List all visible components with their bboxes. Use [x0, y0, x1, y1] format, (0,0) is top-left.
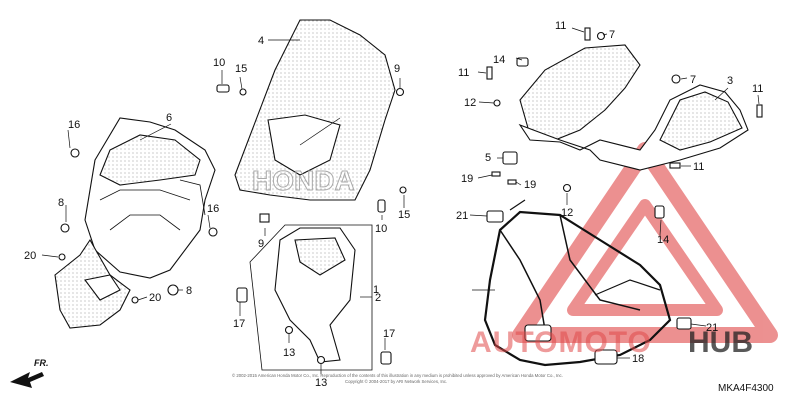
cowl-stay-frame-part [483, 199, 672, 367]
callout-11-left: 11 [458, 67, 469, 79]
washer-15b [399, 186, 407, 194]
clip-20b [131, 296, 139, 304]
screw-10a [216, 84, 230, 93]
bolt-21b [676, 317, 692, 330]
bolt-17b [380, 351, 392, 365]
callout-20-bottom: 20 [149, 292, 161, 304]
washer-12b [562, 183, 572, 193]
callout-11-top: 11 [555, 20, 566, 32]
callout-10-bottom: 10 [375, 223, 387, 235]
screw-11c [756, 104, 763, 118]
callout-7-top: 7 [609, 29, 615, 41]
callout-20-left: 20 [24, 250, 36, 262]
bolt-17a [236, 287, 248, 303]
bolt-14b [654, 205, 665, 219]
callout-8-left: 8 [58, 197, 64, 209]
bolt-14a [516, 57, 529, 67]
watermark-text-hub: HUB [688, 326, 753, 359]
upper-cowl-part [518, 44, 749, 171]
grommet-13a [284, 325, 294, 335]
callout-8-bottom: 8 [186, 285, 192, 297]
nut-7b [671, 74, 681, 84]
callout-16-left: 16 [68, 119, 80, 131]
callout-21-left: 21 [456, 210, 468, 222]
callout-19-right: 19 [524, 179, 536, 191]
callout-16-right: 16 [207, 203, 219, 215]
bolt-21a [486, 210, 504, 223]
leader-lines [41, 27, 760, 374]
copyright-line-2: Copyright © 2004-2017 by ARI Network Ser… [345, 379, 447, 384]
callout-12-left: 12 [464, 97, 476, 109]
callout-13-left: 13 [283, 347, 295, 359]
callout-labels: 1 2 3 4 5 6 7 7 8 8 9 9 10 10 11 11 11 1… [24, 20, 763, 389]
callout-9-bottom: 9 [258, 238, 264, 250]
callout-13-bottom: 13 [315, 377, 327, 389]
callout-11-lower: 11 [693, 161, 704, 173]
callout-14-top: 14 [493, 54, 505, 66]
windscreen-honda-marking: HONDA [252, 165, 355, 196]
copyright-notice: © 2002-2015 American Honda Motor Co., In… [232, 373, 563, 384]
callout-17-left: 17 [233, 318, 245, 330]
callout-17-right: 17 [383, 328, 395, 340]
callout-7-right: 7 [690, 74, 696, 86]
bolt-18 [594, 349, 618, 365]
screw-10b [377, 199, 386, 213]
callout-15-top: 15 [235, 63, 247, 75]
bolt-8b [167, 284, 179, 296]
clip-20a [58, 253, 66, 261]
screw-11d [669, 162, 681, 169]
grommet-13b [316, 355, 326, 365]
callout-2: 2 [375, 292, 381, 304]
callout-18: 18 [632, 353, 644, 365]
headlight-cover-part [84, 117, 216, 279]
washer-15a [239, 88, 247, 96]
watermark-text: AUTOMOTO HUB [470, 326, 753, 359]
windscreen-part: HONDA [234, 19, 396, 201]
screw-11b [486, 66, 493, 80]
watermark-text-automoto: AUTOMOTO [470, 326, 652, 359]
bolt-8a [60, 223, 70, 233]
screw-19b [507, 179, 517, 185]
screw-11a [584, 27, 591, 41]
callout-1: 1 [373, 284, 379, 296]
callout-4: 4 [258, 35, 264, 47]
washer-12a [493, 99, 501, 107]
callout-11-right: 11 [752, 83, 763, 95]
nut-9b [259, 213, 270, 223]
front-direction-arrow: FR. [10, 358, 49, 388]
callout-10-top: 10 [213, 57, 225, 69]
front-label: FR. [34, 358, 49, 368]
callout-14-lower: 14 [657, 234, 669, 246]
bolt-16b [208, 227, 218, 237]
nut-9a [395, 87, 405, 97]
callout-19-left: 19 [461, 173, 473, 185]
bolt-16a [70, 148, 80, 158]
screw-19a [491, 171, 501, 177]
callout-15-bottom: 15 [398, 209, 410, 221]
diagram-code: MKA4F4300 [718, 383, 774, 394]
callout-21-right: 21 [706, 322, 718, 334]
callout-12-lower: 12 [561, 207, 573, 219]
inner-panel-part [249, 224, 373, 371]
callout-3: 3 [727, 75, 733, 87]
bracket-5 [502, 151, 518, 165]
callout-5: 5 [485, 152, 491, 164]
fasteners [58, 27, 763, 365]
watermark-logo [512, 142, 778, 343]
callout-9-top: 9 [394, 63, 400, 75]
callout-6: 6 [166, 112, 172, 124]
copyright-line-1: © 2002-2015 American Honda Motor Co., In… [232, 373, 563, 378]
nut-7a [596, 31, 606, 41]
lower-headlight-trim-part [54, 238, 131, 329]
